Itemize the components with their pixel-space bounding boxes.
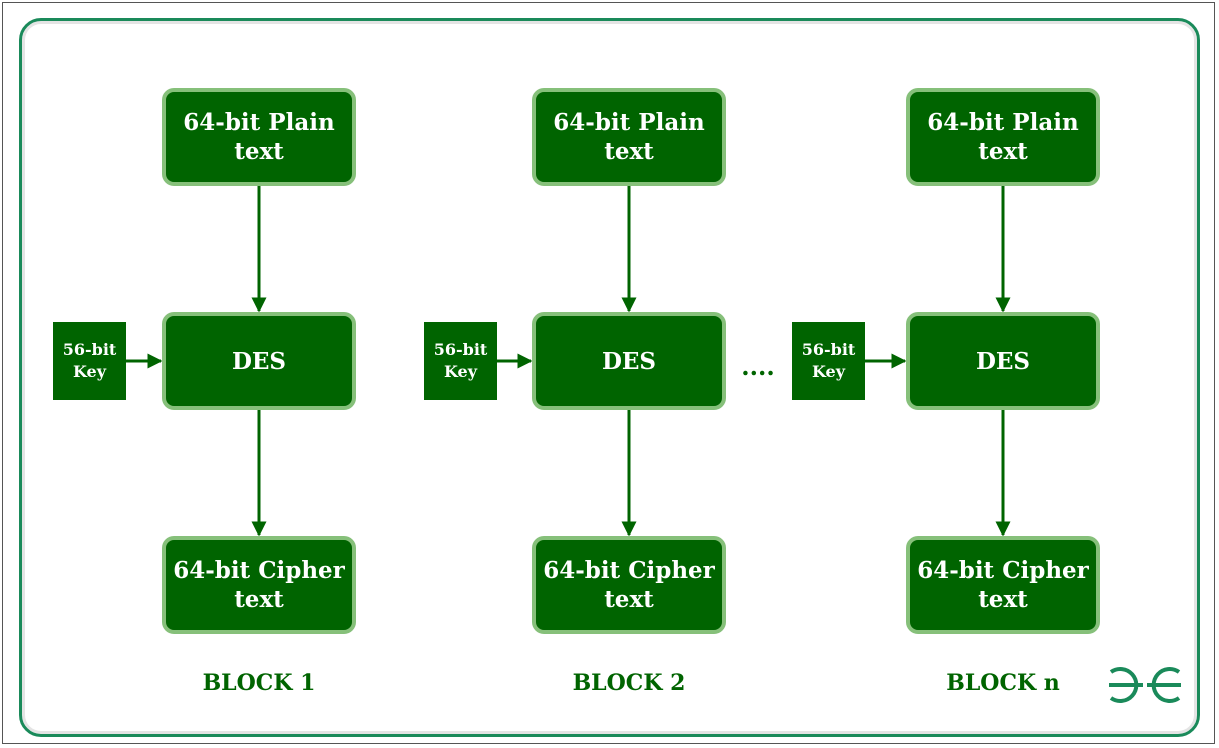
plaintext-box-n: 64-bit Plain text <box>906 88 1100 186</box>
ellipsis: .... <box>741 352 775 381</box>
block-label-1: BLOCK 1 <box>202 670 316 696</box>
key-box-n: 56-bit Key <box>792 322 865 400</box>
ciphertext-box-1: 64-bit Cipher text <box>162 536 356 634</box>
des-box-n: DES <box>906 312 1100 410</box>
key-box-2: 56-bit Key <box>424 322 497 400</box>
des-box-1: DES <box>162 312 356 410</box>
block-label-2: BLOCK 2 <box>572 670 686 696</box>
plaintext-box-2: 64-bit Plain text <box>532 88 726 186</box>
plaintext-box-1: 64-bit Plain text <box>162 88 356 186</box>
des-box-2: DES <box>532 312 726 410</box>
block-label-n: BLOCK n <box>946 670 1060 696</box>
ciphertext-box-2: 64-bit Cipher text <box>532 536 726 634</box>
gfg-logo-icon <box>1109 667 1181 703</box>
ciphertext-box-n: 64-bit Cipher text <box>906 536 1100 634</box>
key-box-1: 56-bit Key <box>53 322 126 400</box>
